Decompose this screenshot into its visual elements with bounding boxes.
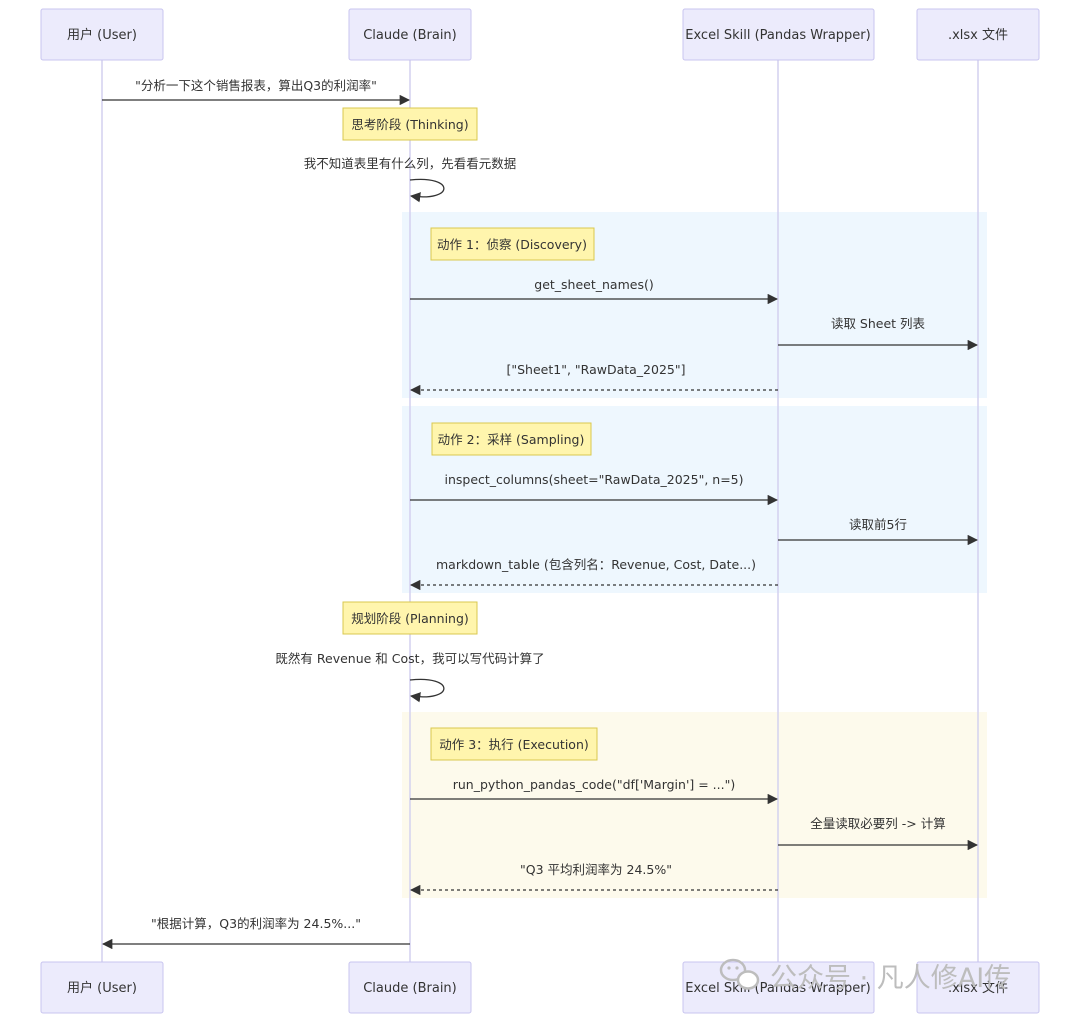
message-thinking-self: 我不知道表里有什么列，先看看元数据	[304, 156, 517, 203]
note-thinking: 思考阶段 (Thinking)	[342, 107, 478, 141]
note-discovery: 动作 1：侦察 (Discovery)	[430, 227, 595, 261]
message-run-pandas-code: run_python_pandas_code("df['Margin'] = .…	[410, 777, 779, 805]
participant-file-top: .xlsx 文件	[916, 8, 1040, 61]
message-label: "分析一下这个销售报表，算出Q3的利润率"	[135, 78, 377, 93]
message-label: inspect_columns(sheet="RawData_2025", n=…	[444, 472, 743, 487]
participant-label: 用户 (User)	[67, 27, 137, 43]
note-execution: 动作 3：执行 (Execution)	[430, 727, 598, 761]
message-label: 读取 Sheet 列表	[831, 316, 926, 331]
message-read-first-rows: 读取前5行	[778, 517, 979, 546]
participant-skill-bottom: Excel Skill (Pandas Wrapper)	[682, 961, 875, 1014]
message-final-answer: "根据计算，Q3的利润率为 24.5%..."	[101, 916, 410, 950]
message-read-sheet-list: 读取 Sheet 列表	[778, 316, 979, 351]
participant-label: Claude (Brain)	[363, 28, 457, 43]
participant-label: Excel Skill (Pandas Wrapper)	[685, 981, 870, 996]
note-sampling: 动作 2：采样 (Sampling)	[431, 422, 592, 456]
message-label: ["Sheet1", "RawData_2025"]	[507, 362, 686, 377]
note-label: 动作 1：侦察 (Discovery)	[437, 237, 587, 252]
message-sheet-names-result: ["Sheet1", "RawData_2025"]	[409, 362, 778, 396]
participant-brain-bottom: Claude (Brain)	[348, 961, 472, 1014]
participant-label: .xlsx 文件	[948, 981, 1008, 996]
message-label: 读取前5行	[849, 517, 907, 532]
note-label: 思考阶段 (Thinking)	[351, 117, 468, 132]
note-label: 规划阶段 (Planning)	[351, 611, 469, 626]
message-label: 全量读取必要列 -> 计算	[810, 816, 945, 831]
message-get-sheet-names: get_sheet_names()	[410, 277, 779, 305]
region-layer	[402, 212, 987, 898]
self-loop-arrow	[409, 178, 445, 203]
message-label: markdown_table (包含列名：Revenue, Cost, Date…	[436, 557, 756, 572]
message-label: get_sheet_names()	[534, 277, 653, 292]
watermark: 公众号 · 凡人修AI传	[719, 958, 1011, 994]
participant-user-top: 用户 (User)	[40, 8, 164, 61]
message-label: "Q3 平均利润率为 24.5%"	[520, 862, 672, 877]
participant-brain-top: Claude (Brain)	[348, 8, 472, 61]
message-inspect-columns: inspect_columns(sheet="RawData_2025", n=…	[410, 472, 779, 506]
note-label: 动作 2：采样 (Sampling)	[438, 432, 585, 447]
message-margin-result: "Q3 平均利润率为 24.5%"	[409, 862, 778, 896]
wechat-icon	[719, 958, 760, 990]
participant-file-bottom: .xlsx 文件	[916, 961, 1040, 1014]
lifeline-layer	[101, 60, 979, 962]
message-label: 既然有 Revenue 和 Cost，我可以写代码计算了	[275, 651, 544, 666]
message-markdown-table-result: markdown_table (包含列名：Revenue, Cost, Date…	[409, 557, 778, 591]
note-planning: 规划阶段 (Planning)	[342, 601, 478, 635]
message-read-and-compute: 全量读取必要列 -> 计算	[778, 816, 979, 851]
message-user-request: "分析一下这个销售报表，算出Q3的利润率"	[102, 78, 411, 106]
participant-label: 用户 (User)	[67, 980, 137, 996]
message-label: "根据计算，Q3的利润率为 24.5%..."	[151, 916, 361, 931]
participant-user-bottom: 用户 (User)	[40, 961, 164, 1014]
participant-skill-top: Excel Skill (Pandas Wrapper)	[682, 8, 875, 61]
note-label: 动作 3：执行 (Execution)	[439, 737, 589, 752]
self-loop-arrow	[409, 678, 445, 703]
message-planning-self: 既然有 Revenue 和 Cost，我可以写代码计算了	[275, 651, 545, 703]
participant-label: Excel Skill (Pandas Wrapper)	[685, 28, 870, 43]
message-label: run_python_pandas_code("df['Margin'] = .…	[453, 777, 735, 792]
participant-label: .xlsx 文件	[948, 28, 1008, 43]
participant-label: Claude (Brain)	[363, 981, 457, 996]
message-label: 我不知道表里有什么列，先看看元数据	[304, 156, 517, 171]
watermark-text: 公众号 · 凡人修AI传	[770, 963, 1011, 994]
